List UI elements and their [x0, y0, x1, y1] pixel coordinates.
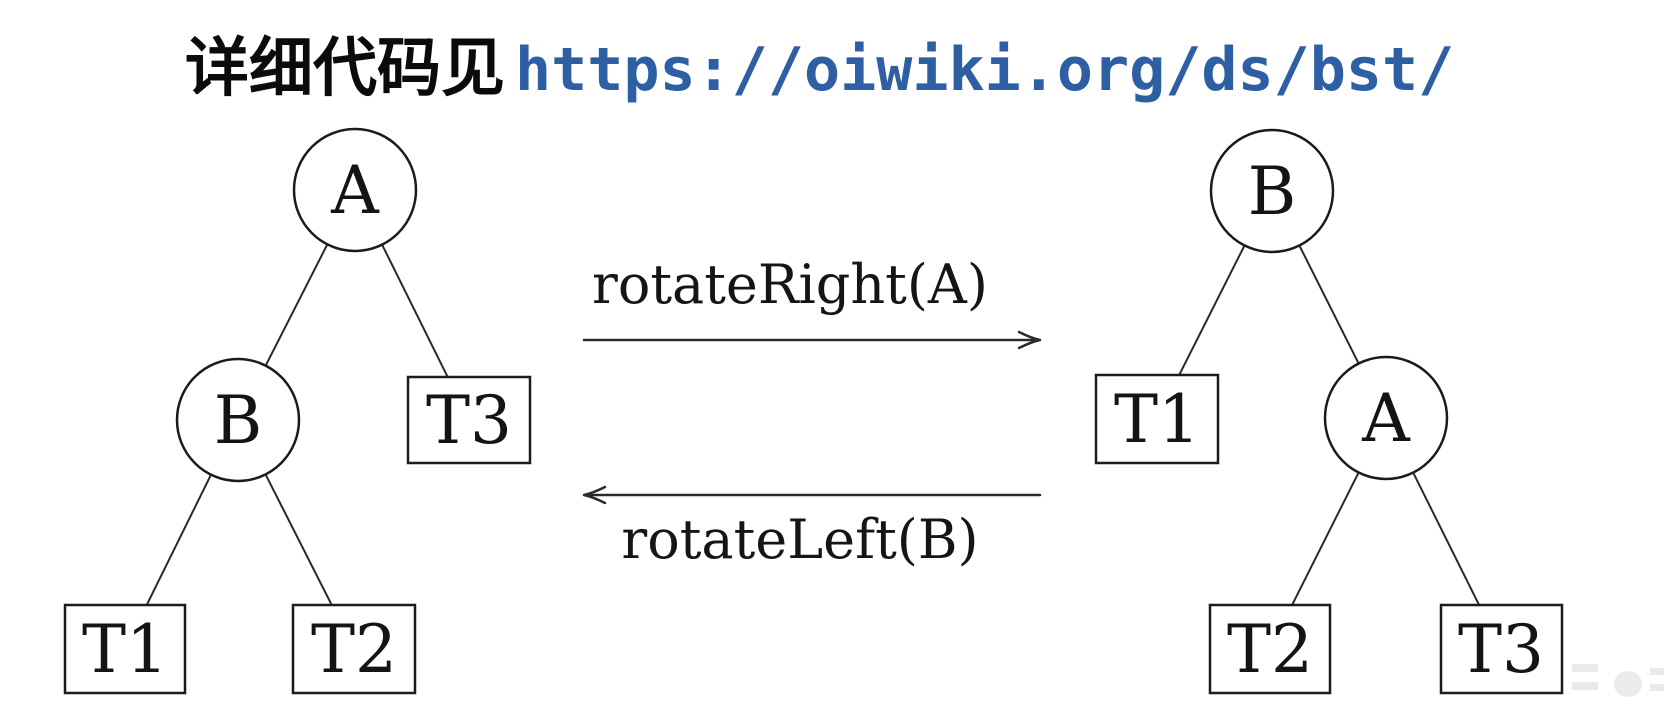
- watermark-remnant: [1572, 664, 1664, 697]
- left-node-A-label: A: [330, 152, 380, 229]
- header-note-text: 详细代码见: [185, 32, 505, 104]
- left-node-T3-box: [406, 375, 532, 465]
- rotate-left-label: rotateLeft(B): [621, 508, 978, 571]
- right-node-A-label: A: [1361, 380, 1411, 457]
- left-tree: A B T3 T1 T2: [63, 127, 532, 695]
- right-node-T1-box: [1094, 373, 1220, 465]
- header: 详细代码见 https://oiwiki.org/ds/bst/: [185, 32, 1454, 105]
- left-node-T2-label: T2: [311, 611, 397, 688]
- left-node-T2-box: [291, 603, 417, 695]
- right-node-T2-box: [1208, 603, 1332, 695]
- watermark-mark: [1572, 664, 1598, 672]
- left-node-B-label: B: [214, 382, 263, 459]
- right-node-T3-label: T3: [1458, 611, 1544, 688]
- rotation-arrows: rotateRight(A) rotateLeft(B): [582, 253, 1042, 571]
- right-node-T2-label: T2: [1227, 611, 1313, 688]
- watermark-mark: [1650, 684, 1664, 691]
- rotate-right-arrow: [582, 330, 1042, 350]
- right-node-A-circle: [1323, 355, 1449, 481]
- left-node-B-circle: [175, 357, 301, 483]
- header-url-text: https://oiwiki.org/ds/bst/: [515, 35, 1454, 105]
- rotate-right-arrowhead-icon: [1017, 330, 1042, 350]
- right-node-B-circle: [1209, 128, 1335, 254]
- left-node-T3-label: T3: [426, 382, 512, 459]
- right-node-B-label: B: [1248, 153, 1297, 230]
- watermark-mark: [1572, 682, 1598, 690]
- left-node-T1-label: T1: [82, 611, 168, 688]
- left-node-A-circle: [292, 127, 418, 253]
- watermark-mark: [1650, 668, 1664, 675]
- right-node-T1-label: T1: [1114, 381, 1200, 458]
- rotate-right-label: rotateRight(A): [592, 253, 988, 316]
- right-node-T3-box: [1439, 603, 1564, 695]
- watermark-mark: [1614, 671, 1642, 697]
- rotate-left-arrow: [582, 485, 1042, 505]
- right-tree: B T1 A T2 T3: [1094, 128, 1564, 695]
- rotate-left-arrowhead-icon: [582, 485, 607, 505]
- left-node-T1-box: [63, 603, 187, 695]
